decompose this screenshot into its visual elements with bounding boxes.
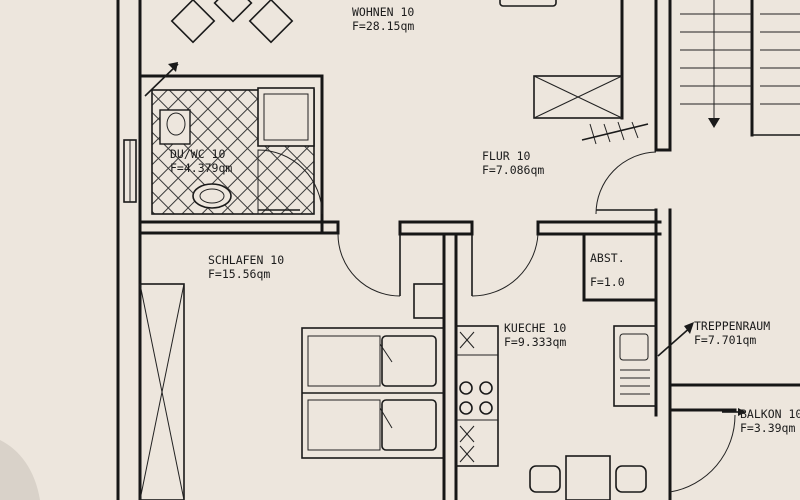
dining-chairs xyxy=(170,0,294,44)
room-label-balkon: BALKON 10 F=3.39qm xyxy=(740,407,800,435)
svg-text:TREPPENRAUM: TREPPENRAUM xyxy=(694,319,770,333)
room-label-duwc: DU/WC 10 F=4.379qm xyxy=(170,147,232,175)
coat-rack xyxy=(581,121,649,145)
room-label-wohnen: WOHNEN 10 F=28.15qm xyxy=(352,5,414,33)
svg-text:F=15.56qm: F=15.56qm xyxy=(208,267,270,281)
svg-text:SCHLAFEN 10: SCHLAFEN 10 xyxy=(208,253,284,267)
dining-table xyxy=(529,455,647,500)
washbasin-icon xyxy=(192,183,232,209)
svg-text:FLUR 10: FLUR 10 xyxy=(482,149,531,163)
room-label-abst: ABST. F=1.0 xyxy=(590,251,625,289)
nightstand xyxy=(413,283,445,319)
toilet-icon xyxy=(159,109,191,145)
hall-cabinet xyxy=(533,75,623,119)
svg-text:KUECHE 10: KUECHE 10 xyxy=(504,321,566,335)
bed-icon xyxy=(301,327,445,459)
svg-text:F=7.086qm: F=7.086qm xyxy=(482,163,544,177)
svg-text:F=4.379qm: F=4.379qm xyxy=(170,161,232,175)
svg-text:DU/WC 10: DU/WC 10 xyxy=(170,147,225,161)
door-swing-icon xyxy=(337,233,401,297)
svg-text:WOHNEN 10: WOHNEN 10 xyxy=(352,5,414,19)
paper-stain xyxy=(0,440,40,500)
svg-text:F=7.701qm: F=7.701qm xyxy=(694,333,756,347)
room-label-treppenraum: TREPPENRAUM F=7.701qm xyxy=(694,319,770,347)
room-label-flur: FLUR 10 F=7.086qm xyxy=(482,149,544,177)
svg-text:ABST.: ABST. xyxy=(590,251,625,265)
stair-pointer xyxy=(657,322,694,357)
door-swing-icon xyxy=(595,151,657,215)
door-swing-icon xyxy=(669,414,736,493)
stairs-icon xyxy=(680,0,800,136)
room-label-kueche: KUECHE 10 F=9.333qm xyxy=(504,321,566,349)
window xyxy=(123,139,137,203)
door-swing-icon xyxy=(257,149,323,215)
stove-icon xyxy=(459,381,493,415)
sink-icon xyxy=(613,325,657,407)
door-swing-icon xyxy=(471,233,539,297)
cabinet-top xyxy=(499,0,557,7)
room-label-schlafen: SCHLAFEN 10 F=15.56qm xyxy=(208,253,284,281)
svg-text:F=28.15qm: F=28.15qm xyxy=(352,19,414,33)
shower-icon xyxy=(257,87,315,147)
kitchen-counter xyxy=(455,325,499,467)
bathroom xyxy=(144,62,323,215)
svg-text:BALKON 10: BALKON 10 xyxy=(740,407,800,421)
svg-text:F=3.39qm: F=3.39qm xyxy=(740,421,795,435)
svg-text:F=1.0: F=1.0 xyxy=(590,275,625,289)
wardrobe-icon xyxy=(139,283,185,500)
svg-text:F=9.333qm: F=9.333qm xyxy=(504,335,566,349)
